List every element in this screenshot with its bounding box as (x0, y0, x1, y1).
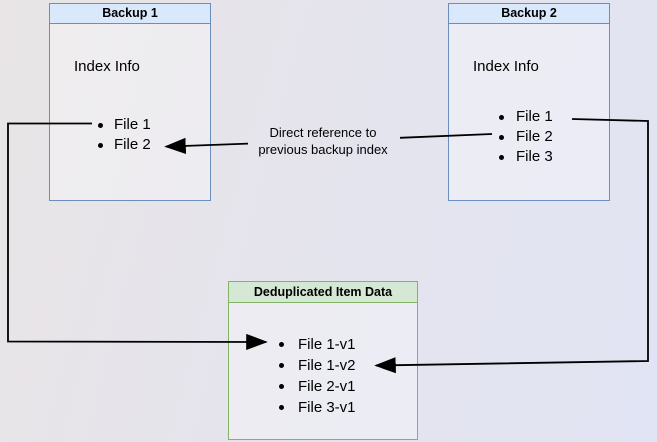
list-item-file2: File 2 (499, 127, 553, 147)
backup2-index-info-label: Index Info (473, 58, 539, 75)
list-item-file3: File 3 (499, 147, 553, 167)
backup2-file-list: File 1 File 2 File 3 (499, 107, 553, 167)
list-item-file1-v1: File 1-v1 (279, 334, 356, 355)
edge-label-line2: previous backup index (258, 142, 388, 157)
dedup-file-list: File 1-v1 File 1-v2 File 2-v1 File 3-v1 (279, 334, 356, 418)
list-item-file1: File 1 (98, 115, 151, 135)
backup1-title: Backup 1 (50, 4, 210, 24)
backup1-file-list: File 1 File 2 (98, 115, 151, 155)
list-item-file1: File 1 (499, 107, 553, 127)
list-item-file3-v1: File 3-v1 (279, 397, 356, 418)
list-item-file2: File 2 (98, 135, 151, 155)
edge-label: Direct reference to previous backup inde… (233, 124, 413, 158)
dedup-title: Deduplicated Item Data (229, 282, 417, 303)
backup1-box: Backup 1 Index Info File 1 File 2 (49, 3, 211, 201)
list-item-file1-v2: File 1-v2 (279, 355, 356, 376)
backup1-index-info-label: Index Info (74, 58, 140, 75)
backup2-box: Backup 2 Index Info File 1 File 2 File 3 (448, 3, 610, 201)
backup2-title: Backup 2 (449, 4, 609, 24)
dedup-box: Deduplicated Item Data File 1-v1 File 1-… (228, 281, 418, 440)
edge-label-line1: Direct reference to (269, 125, 377, 140)
list-item-file2-v1: File 2-v1 (279, 376, 356, 397)
